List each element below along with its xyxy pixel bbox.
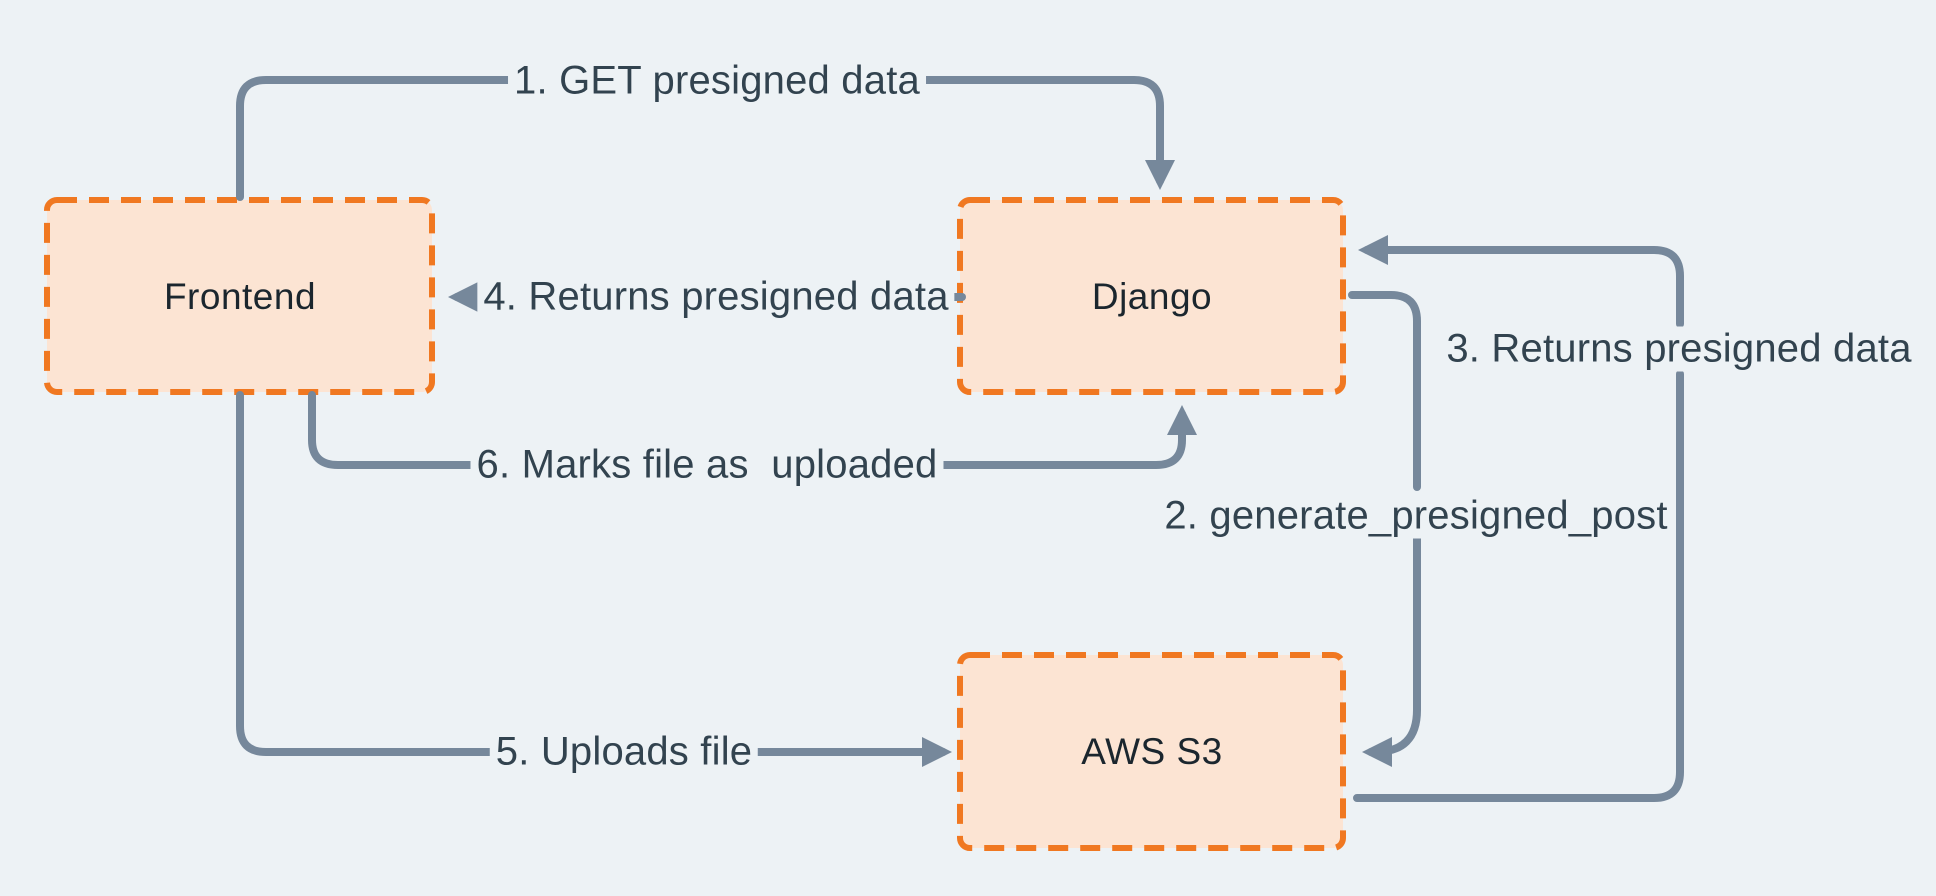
edge-label-1-get-presigned-data: 1. GET presigned data bbox=[508, 58, 926, 104]
edge-label-2-generate-presigned-post: 2. generate_presigned_post bbox=[1158, 493, 1674, 539]
edge-label-6-marks-file-uploaded: 6. Marks file as uploaded bbox=[470, 442, 944, 488]
edge-label-3-returns-presigned-data: 3. Returns presigned data bbox=[1440, 326, 1918, 372]
edge-label-5-uploads-file: 5. Uploads file bbox=[489, 729, 759, 775]
arrow-2-generate-presigned-post-top bbox=[1348, 291, 1421, 491]
django-node-label: Django bbox=[1091, 276, 1213, 317]
arrow-3-returns-presigned-data-bottom bbox=[1353, 370, 1684, 802]
arrow-1-get-presigned-data-right bbox=[888, 76, 1175, 190]
edge-label-4-returns-presigned-data: 4. Returns presigned data bbox=[477, 274, 955, 320]
arrow-6-marks-file-uploaded-left bbox=[308, 391, 507, 469]
aws-s3-node-label: AWS S3 bbox=[1081, 731, 1223, 772]
arrow-2-generate-presigned-post-bottom bbox=[1362, 533, 1421, 767]
arrow-1-get-presigned-data-left bbox=[236, 76, 544, 201]
arrow-6-marks-file-uploaded-right bbox=[906, 405, 1197, 469]
aws-s3-node-box bbox=[957, 652, 1346, 851]
arrow-5-uploads-file-left bbox=[236, 391, 507, 756]
arrow-3-returns-presigned-data-top bbox=[1358, 235, 1684, 328]
frontend-node-label: Frontend bbox=[163, 276, 317, 317]
